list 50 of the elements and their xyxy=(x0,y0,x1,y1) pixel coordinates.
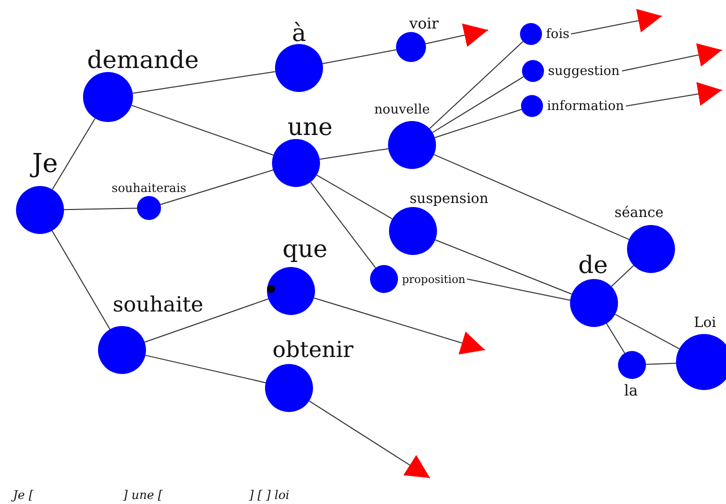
connector-line xyxy=(434,154,630,240)
connector-line xyxy=(131,104,274,156)
word-label: Loi xyxy=(694,316,716,330)
word-label: voir xyxy=(409,16,439,32)
word-label: fois xyxy=(546,28,570,40)
word-label: souhaite xyxy=(112,294,204,316)
connector-line xyxy=(316,174,393,220)
connector-line xyxy=(52,118,96,190)
connector-line xyxy=(160,170,274,205)
sentence-fragment: ] [ ] loi xyxy=(249,488,290,502)
arrow xyxy=(626,82,722,106)
connector-line xyxy=(319,148,389,160)
word-label: suspension xyxy=(410,192,488,206)
word-label: nouvelle xyxy=(374,104,430,116)
connector-line xyxy=(64,208,138,210)
connector-line xyxy=(606,323,626,354)
connector-line xyxy=(429,41,524,130)
connector-line xyxy=(610,265,634,287)
connector-line xyxy=(466,278,571,301)
connector-line xyxy=(434,239,572,295)
connector-line xyxy=(614,314,680,350)
connector-line xyxy=(144,298,269,343)
connector-line xyxy=(434,108,522,138)
arrow xyxy=(425,23,488,47)
connector-line xyxy=(132,71,276,94)
word-label: information xyxy=(547,100,624,112)
arrow xyxy=(308,400,430,478)
word-label: que xyxy=(282,237,328,261)
word-label: suggestion xyxy=(548,64,620,78)
word-label: souhaiterais xyxy=(112,182,186,194)
connector-line xyxy=(144,354,266,384)
word-label: la xyxy=(624,384,638,398)
word-label: demande xyxy=(87,48,199,72)
word-label: de xyxy=(578,253,608,277)
connector-line xyxy=(310,182,376,268)
connector-line xyxy=(432,76,524,133)
word-label: proposition xyxy=(402,274,466,284)
connector-line xyxy=(52,230,110,330)
word-label: séance xyxy=(614,206,664,220)
word-label: une xyxy=(287,115,333,139)
sentence-fragment: Je [ xyxy=(13,488,34,502)
arrow xyxy=(622,43,722,72)
sentence-fragment: ] une [ xyxy=(123,488,163,502)
word-label: à xyxy=(292,21,306,45)
arrow xyxy=(314,298,486,354)
connector-line xyxy=(322,49,397,64)
connector-line xyxy=(646,362,676,365)
word-label: Je xyxy=(32,151,58,177)
word-label: obtenir xyxy=(272,340,354,362)
arrow xyxy=(570,8,662,34)
